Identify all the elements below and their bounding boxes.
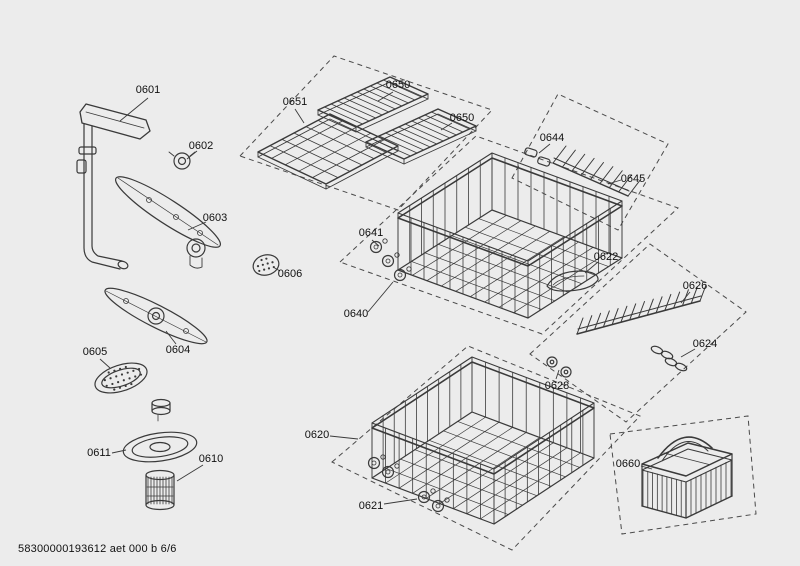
rack-wheels-drawing-0621 <box>367 454 450 513</box>
fold-tine-row-drawing-0645 <box>552 145 642 197</box>
part-label-0604: 0604 <box>166 344 190 356</box>
part-label-0622: 0622 <box>594 251 618 263</box>
part-label-0601: 0601 <box>136 84 160 96</box>
part-label-0624: 0624 <box>693 338 717 350</box>
group-outline-tine-kit <box>511 93 669 231</box>
group-outline-upper-rack <box>339 135 679 335</box>
cutlery-basket-slats-left <box>642 469 687 519</box>
upper-rack-drawing <box>397 152 623 319</box>
flat-tray-drawing <box>257 113 399 190</box>
part-label-0651: 0651 <box>283 96 307 108</box>
upper-spray-arm-drawing <box>114 176 222 269</box>
bearing-clips-drawing <box>650 345 688 372</box>
part-label-0650-a: 0650 <box>386 79 410 91</box>
part-label-0603: 0603 <box>203 212 227 224</box>
part-label-0626: 0626 <box>683 280 707 292</box>
part-label-0621: 0621 <box>359 500 383 512</box>
part-label-0610: 0610 <box>199 453 223 465</box>
part-label-0641: 0641 <box>359 227 383 239</box>
lower-rack-drawing <box>371 356 595 525</box>
part-label-0644: 0644 <box>540 132 564 144</box>
part-label-0628: 0628 <box>545 380 569 392</box>
fold-tine-row-drawing-0626 <box>576 284 707 335</box>
part-label-0611: 0611 <box>87 447 111 459</box>
clip-drawing-0644 <box>524 147 551 167</box>
inlet-pipe-drawing <box>76 103 151 270</box>
part-label-0620: 0620 <box>305 429 329 441</box>
diagram-art <box>76 76 733 525</box>
cutlery-tray-drawing-2 <box>365 108 477 165</box>
rack-rollers-drawing-0641 <box>369 238 412 282</box>
bearing-cap-drawing <box>546 270 599 292</box>
cylinder-filter-mesh <box>147 476 173 505</box>
part-label-0640: 0640 <box>344 308 368 320</box>
spray-disc-holes <box>256 257 275 273</box>
document-number: 58300000193612 aet 000 b 6/6 <box>18 543 177 555</box>
group-outlines <box>239 55 757 551</box>
axle-rollers-drawing <box>546 356 572 378</box>
cutlery-basket-drawing <box>641 436 733 519</box>
part-labels: 0601 0602 0603 0606 0604 0605 0611 0610 … <box>83 79 717 512</box>
part-label-0605: 0605 <box>83 346 107 358</box>
group-outline-lower-rack <box>331 345 641 551</box>
filter-plate-drawing <box>94 362 148 394</box>
spray-duct-nut-drawing <box>168 151 196 170</box>
cutlery-tray-drawing-1 <box>317 76 429 133</box>
group-outline-tine-row-kit <box>529 243 747 423</box>
filter-plate-holes <box>103 365 143 391</box>
part-label-0645: 0645 <box>621 173 645 185</box>
part-label-0602: 0602 <box>189 140 213 152</box>
cutlery-basket-slats-right <box>685 459 732 519</box>
part-label-0650-b: 0650 <box>450 112 474 124</box>
group-outline-trays <box>239 55 493 211</box>
part-label-0606: 0606 <box>278 268 302 280</box>
leader-lines <box>99 91 696 505</box>
part-label-0660: 0660 <box>616 458 640 470</box>
lower-spray-arm-drawing <box>104 287 208 345</box>
sump-assembly-drawing <box>122 398 198 463</box>
spray-disc-drawing <box>252 254 280 276</box>
group-outline-cutlery-basket <box>609 415 757 535</box>
